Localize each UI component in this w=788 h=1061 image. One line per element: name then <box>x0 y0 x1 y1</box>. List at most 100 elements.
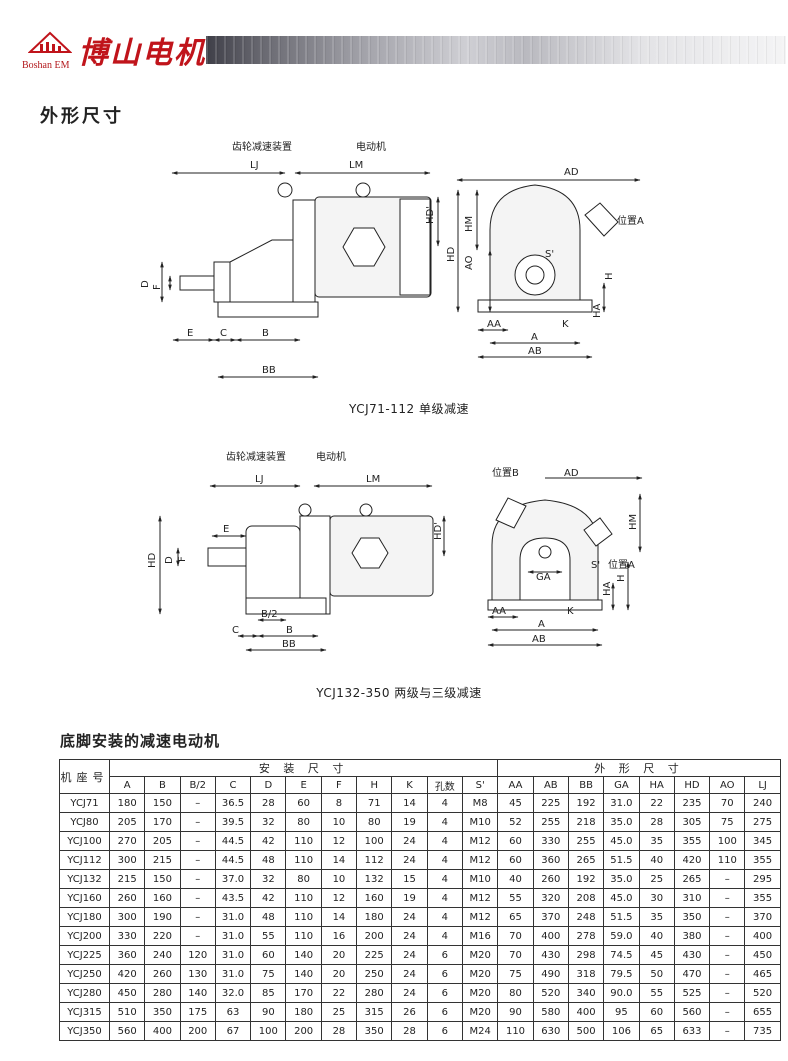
column-header: K <box>391 776 428 794</box>
table-cell: 55 <box>250 926 287 946</box>
table-cell: 450 <box>108 983 146 1003</box>
model-cell: YCJ350 <box>59 1021 110 1041</box>
fig1-end-view <box>456 178 641 359</box>
fig2-a: A <box>538 619 545 630</box>
table-cell: – <box>709 1021 746 1041</box>
fig1-b: B <box>262 328 269 339</box>
table-cell: 90.0 <box>603 983 640 1003</box>
table-cell: M20 <box>461 1002 499 1022</box>
table-cell: 31.0 <box>603 793 640 813</box>
table-cell: 370 <box>532 907 569 927</box>
column-header: LJ <box>744 776 781 794</box>
table-cell: 48 <box>250 850 287 870</box>
fig1-lj: LJ <box>250 160 259 171</box>
table-cell: 420 <box>673 850 711 870</box>
table-cell: – <box>179 907 216 927</box>
table-cell: 42 <box>250 831 287 851</box>
table-cell: 51.5 <box>603 907 640 927</box>
fig2-s: S' <box>591 560 600 571</box>
header-band <box>206 36 786 64</box>
column-header: AA <box>497 776 534 794</box>
table-cell: 355 <box>673 831 711 851</box>
table-cell: – <box>709 964 746 984</box>
table-cell: 95 <box>603 1002 640 1022</box>
table-cell: 25 <box>320 1002 358 1022</box>
technical-drawings: 齿轮减速装置 电动机 LJ LM HD' D F E C B BB AD HM … <box>140 140 644 652</box>
table-cell: – <box>709 983 746 1003</box>
table-cell: 110 <box>285 907 322 927</box>
table-cell: 735 <box>744 1021 781 1041</box>
table-cell: 45.0 <box>603 888 640 908</box>
table-cell: 520 <box>744 983 781 1003</box>
table-cell: 560 <box>108 1021 146 1041</box>
table-cell: 75 <box>250 964 287 984</box>
table-cell: 31.0 <box>214 945 252 965</box>
table-cell: 12 <box>320 831 358 851</box>
fig1-h: H <box>604 272 615 280</box>
table-cell: 265 <box>673 869 711 889</box>
fig2-k: K <box>567 606 574 617</box>
table-cell: 150 <box>144 793 181 813</box>
table-cell: 170 <box>285 983 322 1003</box>
table-cell: – <box>179 926 216 946</box>
table-cell: 220 <box>144 926 181 946</box>
table-cell: 36.5 <box>214 793 252 813</box>
table-cell: 225 <box>532 793 569 813</box>
table-cell: 24 <box>391 907 428 927</box>
model-cell: YCJ250 <box>59 964 110 984</box>
table-cell: 315 <box>356 1002 393 1022</box>
table-cell: 110 <box>285 850 322 870</box>
table-cell: 318 <box>567 964 605 984</box>
table-cell: 255 <box>567 831 605 851</box>
table-cell: 6 <box>426 983 463 1003</box>
table-cell: M20 <box>461 964 499 984</box>
table-cell: M24 <box>461 1021 499 1041</box>
table-cell: 4 <box>426 888 463 908</box>
table-cell: 140 <box>285 945 322 965</box>
column-header: F <box>320 776 358 794</box>
table-cell: 260 <box>532 869 569 889</box>
table-cell: 26 <box>391 1002 428 1022</box>
fig2-b: B <box>286 625 293 636</box>
fig2-end-view <box>487 476 643 647</box>
table-cell: 40 <box>497 869 534 889</box>
table-cell: 360 <box>532 850 569 870</box>
table-cell: 44.5 <box>214 831 252 851</box>
table-cell: – <box>709 926 746 946</box>
table-cell: 70 <box>497 926 534 946</box>
table-cell: 59.0 <box>603 926 640 946</box>
table-cell: 28 <box>250 793 287 813</box>
model-cell: YCJ180 <box>59 907 110 927</box>
table-cell: 100 <box>709 831 746 851</box>
table-cell: 355 <box>744 888 781 908</box>
fig2-hdp: HD' <box>433 522 444 540</box>
table-cell: – <box>179 869 216 889</box>
table-cell: 330 <box>532 831 569 851</box>
table-cell: 43.5 <box>214 888 252 908</box>
table-cell: 6 <box>426 1002 463 1022</box>
table-cell: 60 <box>250 945 287 965</box>
fig1-hdp: HD' <box>425 206 436 224</box>
table-cell: 4 <box>426 926 463 946</box>
table-cell: 355 <box>744 850 781 870</box>
table-title: 底脚安装的减速电动机 <box>60 732 221 750</box>
table-cell: M20 <box>461 983 499 1003</box>
table-cell: 200 <box>356 926 393 946</box>
table-cell: 31.0 <box>214 926 252 946</box>
table-cell: – <box>709 945 746 965</box>
table-cell: 80 <box>285 869 322 889</box>
table-cell: 60 <box>497 831 534 851</box>
table-cell: 400 <box>144 1021 181 1041</box>
table-cell: 430 <box>673 945 711 965</box>
table-cell: 4 <box>426 907 463 927</box>
model-cell: YCJ80 <box>59 812 110 832</box>
table-cell: 10 <box>320 869 358 889</box>
table-cell: 40 <box>638 926 675 946</box>
table-cell: 510 <box>108 1002 146 1022</box>
model-cell: YCJ225 <box>59 945 110 965</box>
table-cell: 4 <box>426 812 463 832</box>
